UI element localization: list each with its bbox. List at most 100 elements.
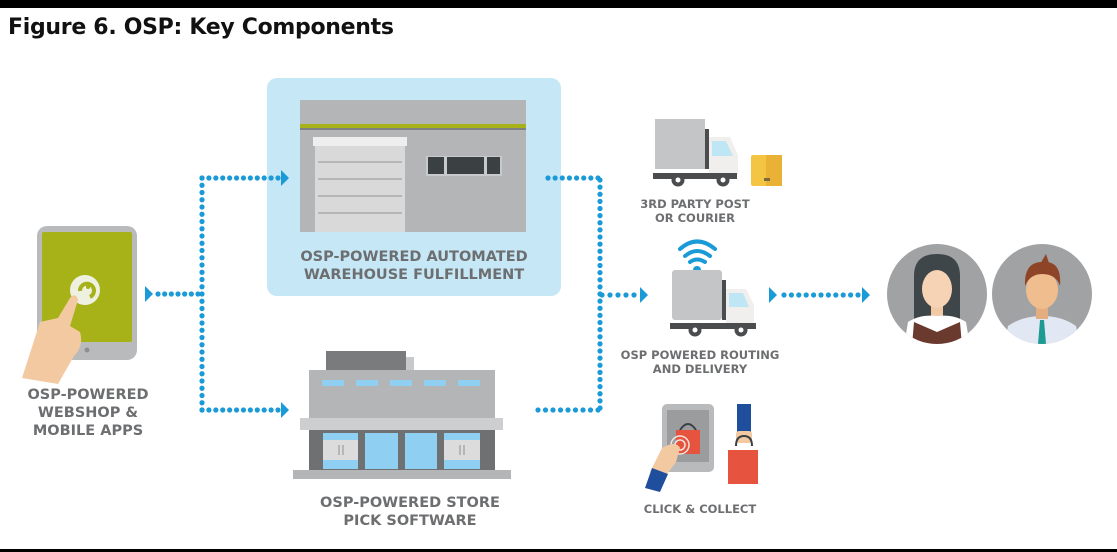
connector-dot: [557, 407, 564, 413]
connector-dot: [595, 407, 601, 413]
connector-dot: [597, 241, 603, 247]
connector-dot: [240, 175, 247, 181]
connector-dot: [597, 248, 603, 254]
connector-dot: [162, 291, 168, 297]
connector-dot: [199, 392, 205, 399]
webshop-label-line: MOBILE APPS: [32, 423, 144, 440]
store-icon: [293, 351, 511, 479]
connector-dot: [597, 213, 603, 219]
store-label-line: PICK SOFTWARE: [343, 513, 477, 530]
connector-dot: [597, 355, 603, 361]
connector-dot: [597, 220, 603, 226]
connector-dot: [261, 407, 267, 413]
connector-dot: [597, 369, 603, 375]
courier-label: 3RD PARTY POST OR COURIER: [620, 197, 770, 226]
connector-dot: [213, 407, 219, 413]
connector-dot: [199, 349, 205, 355]
connector-dot: [168, 291, 174, 297]
arrowhead-icon: [281, 402, 289, 418]
connector-dot: [559, 175, 565, 181]
connector-dot: [199, 407, 205, 413]
connector-dot: [199, 182, 205, 188]
store-label-line: OSP-POWERED STORE: [320, 495, 500, 511]
arrowhead-icon: [281, 170, 289, 186]
connector-dot: [535, 407, 541, 413]
webshop-label-line: WEBSHOP &: [37, 405, 139, 422]
connector-dot: [580, 407, 586, 413]
warehouse-icon: [300, 100, 526, 232]
figure-title: Figure 6. OSP: Key Components: [8, 15, 394, 40]
connector-dot: [254, 407, 260, 413]
connector-dot: [615, 292, 621, 298]
connector-to-store: [199, 407, 281, 413]
connector-dot: [597, 262, 603, 269]
connector-dot: [261, 175, 267, 181]
connector-dot: [247, 175, 253, 181]
connectors: [145, 170, 870, 418]
connector-to-warehouse: [199, 175, 281, 181]
connector-dot: [220, 407, 226, 413]
connector-dot: [572, 407, 579, 413]
connector-dot: [199, 269, 205, 275]
connector-dot: [788, 292, 795, 298]
connector-dot: [220, 175, 226, 181]
connector-dot: [781, 292, 787, 298]
connector-dot: [840, 292, 846, 298]
connector-dot: [275, 175, 281, 181]
wifi-icon: [678, 239, 717, 274]
connector-dot: [545, 175, 551, 181]
connector-dot: [268, 407, 274, 413]
connector-dot: [199, 255, 205, 261]
connector-dot: [240, 407, 247, 413]
connector-dot: [599, 292, 605, 298]
connector-to-routing: [599, 292, 637, 298]
connector-dot: [199, 175, 205, 181]
connector-dot: [268, 175, 274, 181]
connector-dot: [227, 407, 233, 413]
man-avatar-icon: [992, 244, 1092, 344]
connector-dot: [581, 175, 587, 181]
connector-dot: [631, 292, 637, 298]
connector-dot: [597, 384, 603, 390]
connector-dot: [199, 276, 205, 283]
connector-dot: [811, 292, 817, 298]
connector-dot: [597, 184, 603, 190]
connector-dot: [275, 407, 281, 413]
connector-dot: [825, 292, 832, 298]
connector-dot: [597, 319, 603, 326]
connector-dot: [597, 327, 603, 333]
connector-dot: [597, 198, 603, 204]
connector-dot: [206, 407, 212, 413]
click-collect-label: CLICK & COLLECT: [620, 502, 780, 516]
connector-dot: [597, 362, 603, 368]
connector-dot: [199, 284, 205, 290]
courier-label-line: OR COURIER: [654, 211, 736, 226]
connector-dot: [199, 204, 205, 210]
routing-label: OSP POWERED ROUTING AND DELIVERY: [615, 348, 785, 377]
connector-dot: [199, 218, 205, 225]
connector-to-customers: [781, 292, 861, 298]
connector-dot: [155, 291, 161, 297]
connector-dot: [199, 291, 205, 297]
connector-dot: [565, 407, 571, 413]
connector-dot: [227, 175, 233, 181]
connector-dot: [803, 292, 809, 298]
connector-dot: [587, 407, 594, 413]
connector-dot: [199, 313, 205, 319]
courier-label-line: 3RD PARTY POST: [640, 197, 750, 211]
arrowhead-icon: [862, 287, 870, 303]
connector-dot: [796, 292, 802, 298]
connector-dot: [597, 255, 603, 261]
connector-left-trunk: [199, 175, 205, 413]
connector-dot: [597, 334, 603, 340]
connector-dot: [566, 175, 573, 181]
connector-dot: [254, 175, 260, 181]
connector-dot: [597, 177, 603, 183]
connector-dot: [199, 305, 205, 312]
connector-dot: [213, 175, 219, 181]
connector-dot: [233, 175, 240, 181]
connector-dot: [199, 378, 205, 384]
warehouse-label-line: OSP-POWERED AUTOMATED: [300, 249, 528, 265]
tablet-touch-icon: [22, 226, 137, 384]
